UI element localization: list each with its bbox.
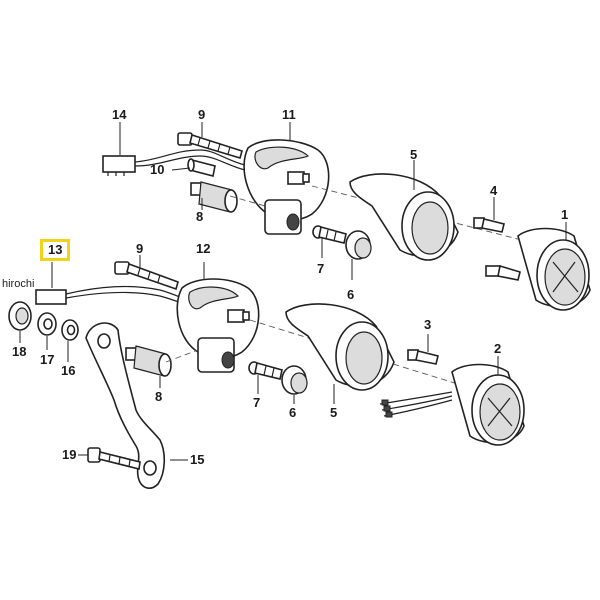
axis-lower-a: [165, 349, 199, 363]
callout-5-lower: 5: [330, 405, 338, 420]
part-1-gauge: [485, 227, 591, 311]
part-13-connector: [35, 285, 199, 310]
part-6-cap-lower: [281, 365, 308, 395]
part-15-bracket: [85, 322, 166, 489]
callout-9-upper: 9: [198, 107, 206, 122]
callout-6-upper: 6: [347, 287, 355, 302]
part-5-cover-upper: [349, 173, 459, 261]
leader-10: [171, 167, 191, 171]
callout-8-upper: 8: [196, 209, 204, 224]
callout-15: 15: [190, 452, 205, 467]
part-2-gauge: [379, 363, 525, 446]
callout-4: 4: [490, 183, 498, 198]
part-19-bolt: [87, 447, 141, 470]
callout-10: 10: [150, 162, 165, 177]
part-10-sleeve: [187, 158, 216, 177]
callout-7-lower: 7: [253, 395, 261, 410]
part-6-cap-upper: [345, 230, 372, 260]
callout-1: 1: [561, 207, 569, 222]
part-18-nut: [8, 301, 32, 331]
callout-7-upper: 7: [317, 261, 325, 276]
part-12-housing-lower: [176, 278, 260, 373]
part-17-washer: [37, 312, 57, 336]
callout-8-lower: 8: [155, 389, 163, 404]
callout-14: 14: [112, 107, 127, 122]
callout-17: 17: [40, 352, 55, 367]
callout-3: 3: [424, 317, 432, 332]
callout-11: 11: [282, 107, 296, 122]
part-9-bolt-lower: [114, 261, 179, 291]
part-3-bulb: [407, 349, 439, 365]
callout-2: 2: [494, 341, 502, 356]
part-16-washer: [61, 319, 79, 341]
part-7-screw-lower: [248, 361, 283, 380]
part-5-cover-lower: [285, 303, 395, 391]
watermark-text: hirochi: [2, 278, 35, 290]
part-8-mount-upper: [190, 181, 238, 213]
callout-6-lower: 6: [289, 405, 297, 420]
callout-18: 18: [12, 344, 27, 359]
callout-19: 19: [62, 447, 77, 462]
part-8-mount-lower: [125, 345, 172, 377]
callout-5-upper: 5: [410, 147, 418, 162]
part-9-bolt-upper: [177, 132, 243, 159]
callout-9-lower: 9: [136, 241, 144, 256]
part-14-connector: [102, 149, 246, 176]
axis-lower-b: [249, 319, 511, 401]
callout-12: 12: [196, 241, 211, 256]
callout-13-highlighted: 13: [40, 239, 71, 261]
part-11-housing-upper: [243, 139, 330, 235]
part-7-screw-upper: [312, 225, 347, 244]
axis-upper-a: [229, 195, 266, 207]
callout-16: 16: [61, 363, 76, 378]
part-4-bulb: [473, 217, 505, 233]
